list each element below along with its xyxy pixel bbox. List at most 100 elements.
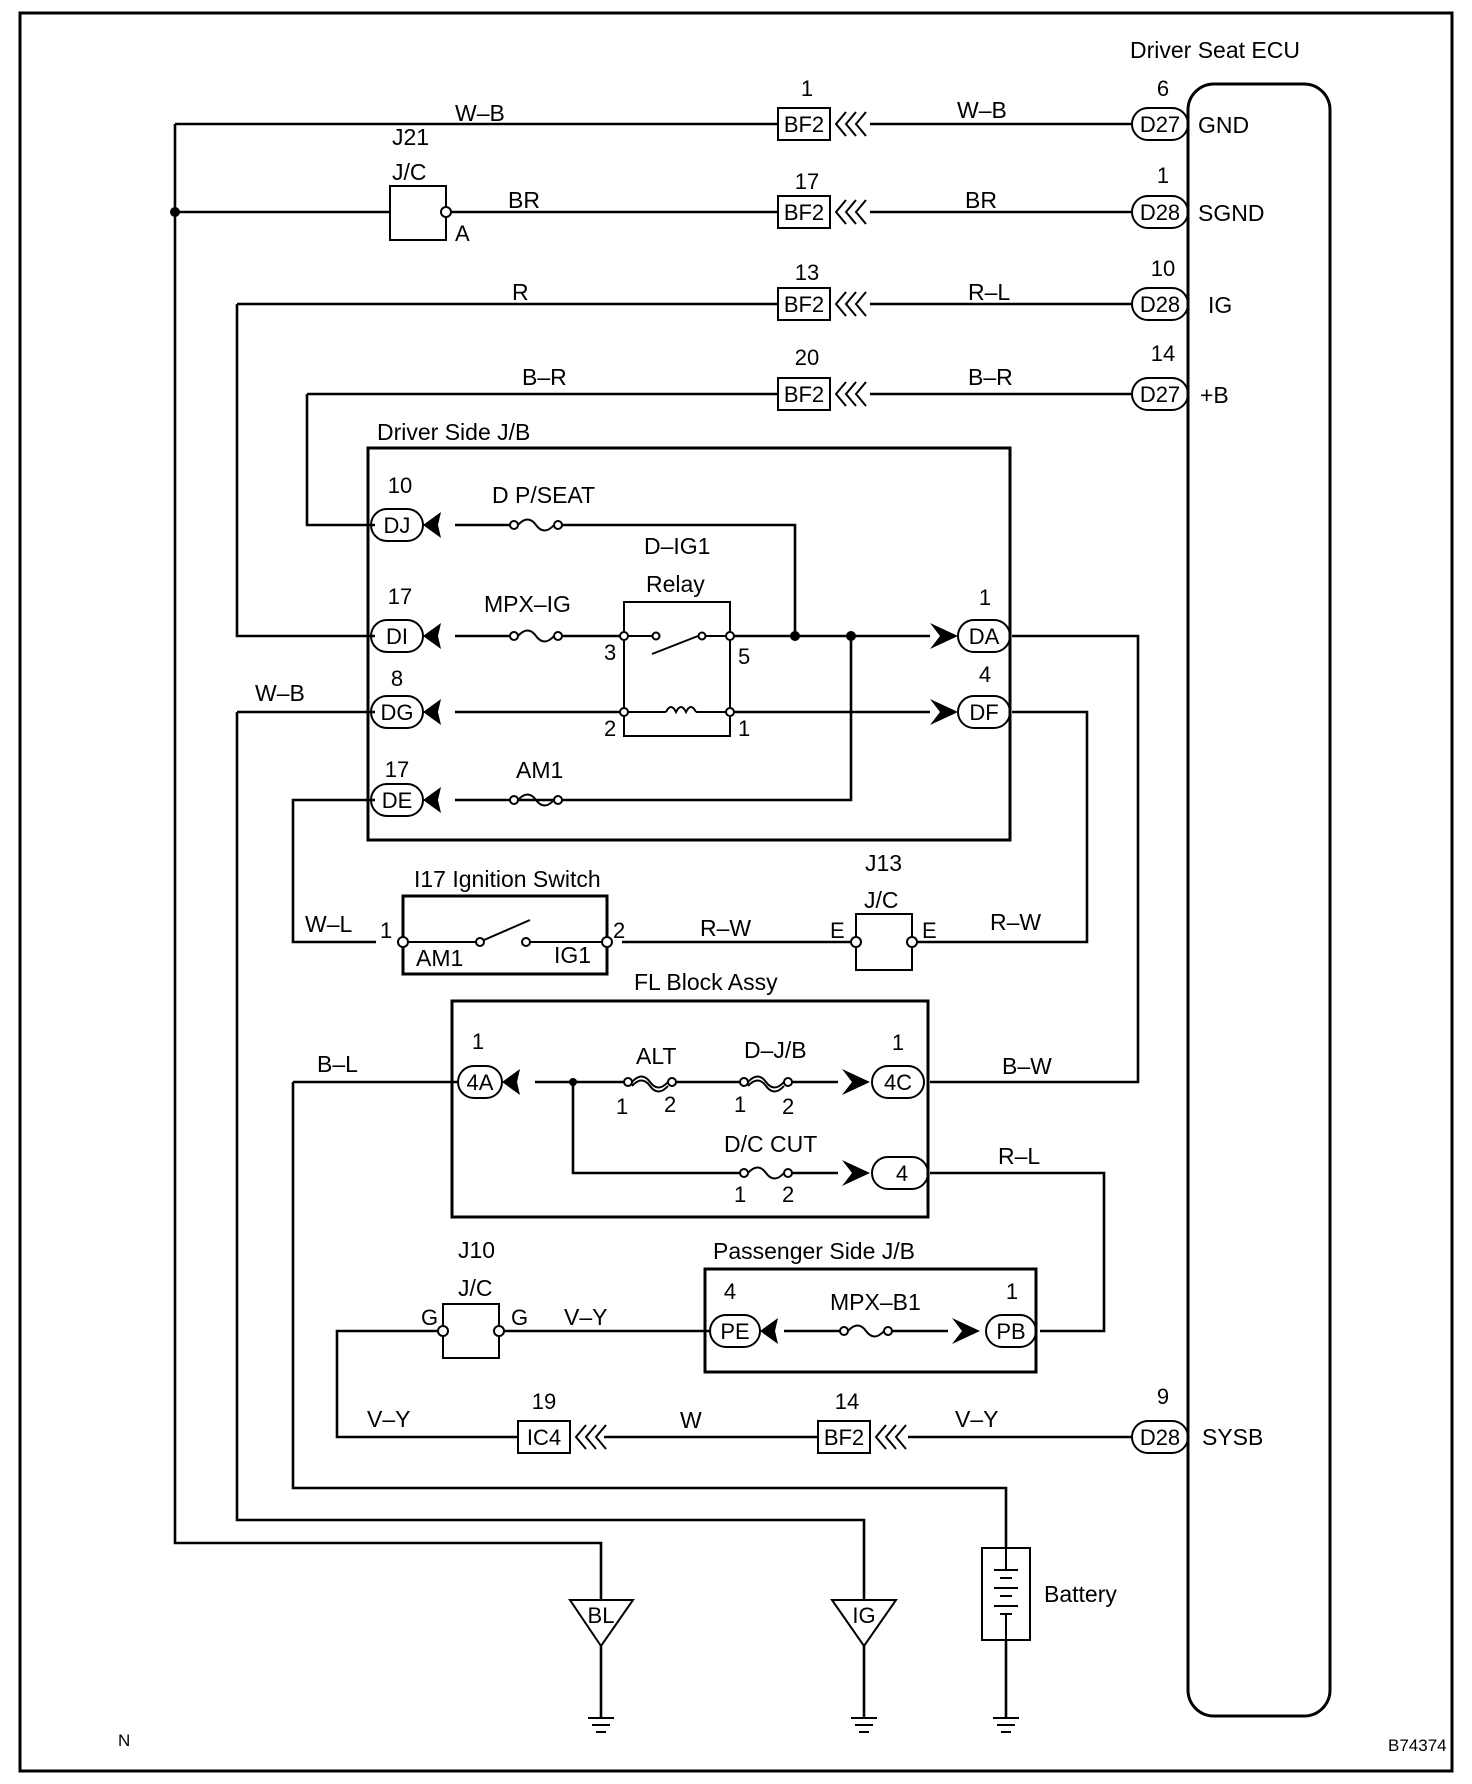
svg-text:1: 1 (734, 1182, 746, 1207)
ecu-pin-b: 14 (1151, 341, 1175, 366)
conn-da: DA (969, 624, 1000, 649)
ignition-switch: I17 Ignition Switch AM1 IG1 1 2 (380, 866, 625, 976)
svg-text:W–B: W–B (255, 680, 305, 706)
svg-text:1: 1 (892, 1030, 904, 1055)
svg-text:V–Y: V–Y (955, 1406, 998, 1432)
svg-text:17: 17 (385, 757, 409, 782)
conn-pe: PE (720, 1319, 749, 1344)
svg-text:IG: IG (852, 1603, 875, 1628)
svg-text:R–W: R–W (700, 915, 751, 941)
junction-dots (170, 207, 856, 1086)
svg-text:R–W: R–W (990, 909, 1041, 935)
svg-text:Battery: Battery (1044, 1581, 1117, 1607)
bf2-gnd-pin: 1 (801, 76, 813, 101)
ground-bl: BL (568, 1599, 635, 1733)
ic4-connector: IC4 19 (517, 1389, 607, 1454)
fl-block-assy: FL Block Assy 4A 1 4C 1 4 ALT 1 2 D–J/B … (450, 969, 930, 1219)
svg-text:AM1: AM1 (416, 945, 463, 971)
svg-text:IG1: IG1 (554, 942, 591, 968)
passenger-side-jb: Passenger Side J/B PE 4 PB 1 MPX–B1 (703, 1238, 1038, 1374)
svg-text:B–W: B–W (1002, 1053, 1052, 1079)
svg-text:1: 1 (979, 585, 991, 610)
ecu-pin-ig: 10 (1151, 256, 1175, 281)
ecu-label-sgnd: SGND (1198, 200, 1264, 226)
svg-text:A: A (455, 221, 470, 246)
svg-text:V–Y: V–Y (367, 1406, 410, 1432)
svg-text:G: G (421, 1305, 438, 1330)
svg-text:J21: J21 (392, 124, 429, 150)
conn-4: 4 (896, 1161, 908, 1186)
svg-text:4: 4 (724, 1279, 736, 1304)
ecu-pin-sgnd: 1 (1157, 163, 1169, 188)
svg-text:19: 19 (532, 1389, 556, 1414)
bf2-sysb: BF2 (824, 1425, 864, 1450)
ecu-conn-b: D27 (1140, 382, 1180, 407)
svg-text:I17 Ignition Switch: I17 Ignition Switch (414, 866, 601, 892)
svg-text:1: 1 (734, 1092, 746, 1117)
svg-text:ALT: ALT (636, 1043, 676, 1069)
bf2-sgnd: BF2 (784, 200, 824, 225)
svg-text:D–IG1: D–IG1 (644, 533, 710, 559)
ecu-label-sysb: SYSB (1202, 1424, 1263, 1450)
fuse-am1: AM1 (516, 757, 563, 783)
svg-text:4: 4 (979, 662, 991, 687)
svg-text:B–R: B–R (968, 364, 1013, 390)
svg-text:W–L: W–L (305, 911, 353, 937)
svg-text:10: 10 (388, 473, 412, 498)
svg-text:J/C: J/C (864, 887, 899, 913)
bf2-b: BF2 (784, 382, 824, 407)
j13-junction: J13 J/C E E (830, 850, 937, 971)
conn-4c: 4C (884, 1070, 912, 1095)
svg-text:BL: BL (588, 1603, 615, 1628)
svg-text:W: W (680, 1407, 702, 1433)
conn-dj: DJ (384, 513, 411, 538)
svg-text:2: 2 (613, 918, 625, 943)
svg-text:2: 2 (664, 1092, 676, 1117)
svg-text:Driver Side J/B: Driver Side J/B (377, 419, 530, 445)
svg-text:J10: J10 (458, 1237, 495, 1263)
svg-text:W–B: W–B (455, 100, 505, 126)
svg-text:BR: BR (965, 187, 997, 213)
bf2-b-pin: 20 (795, 345, 819, 370)
svg-text:3: 3 (604, 640, 616, 665)
svg-text:D–J/B: D–J/B (744, 1037, 807, 1063)
svg-text:E: E (922, 918, 937, 943)
svg-text:R–L: R–L (998, 1143, 1040, 1169)
svg-text:1: 1 (1006, 1279, 1018, 1304)
svg-text:IC4: IC4 (527, 1425, 561, 1450)
svg-text:V–Y: V–Y (564, 1304, 607, 1330)
svg-text:2: 2 (782, 1182, 794, 1207)
svg-text:J/C: J/C (458, 1275, 493, 1301)
svg-text:FL Block Assy: FL Block Assy (634, 969, 778, 995)
svg-text:Passenger Side J/B: Passenger Side J/B (713, 1238, 915, 1264)
driver-seat-ecu (1186, 82, 1332, 1718)
conn-dg: DG (381, 700, 414, 725)
ecu-conn-gnd: D27 (1140, 112, 1180, 137)
ecu-conn-sgnd: D28 (1140, 200, 1180, 225)
svg-text:R–L: R–L (968, 279, 1010, 305)
bf2-sysb-pin: 14 (835, 1389, 859, 1414)
bf2-connectors: BF2 1 BF2 17 BF2 13 BF2 20 BF2 14 (777, 76, 907, 1454)
svg-text:1: 1 (472, 1029, 484, 1054)
bf2-ig: BF2 (784, 292, 824, 317)
ecu-pin-gnd: 6 (1157, 76, 1169, 101)
bf2-gnd: BF2 (784, 112, 824, 137)
bf2-sgnd-pin: 17 (795, 169, 819, 194)
j21-junction: J21 J/C A (389, 124, 470, 246)
bf2-ig-pin: 13 (795, 260, 819, 285)
battery: Battery (981, 1547, 1117, 1733)
fuse-mpxig: MPX–IG (484, 591, 571, 617)
footer-left: N (118, 1731, 130, 1750)
wire-labels: W–B W–B BR BR R R–L B–R B–R W–B W–L R–W … (255, 97, 1052, 1433)
ecu-title: Driver Seat ECU (1130, 37, 1300, 63)
ecu-conn-ig: D28 (1140, 292, 1180, 317)
ecu-pin-sysb: 9 (1157, 1384, 1169, 1409)
svg-text:B–R: B–R (522, 364, 567, 390)
conn-4a: 4A (467, 1070, 494, 1095)
svg-text:MPX–B1: MPX–B1 (830, 1289, 921, 1315)
svg-text:2: 2 (604, 716, 616, 741)
svg-text:1: 1 (616, 1094, 628, 1119)
svg-text:2: 2 (782, 1094, 794, 1119)
conn-pb: PB (996, 1319, 1025, 1344)
